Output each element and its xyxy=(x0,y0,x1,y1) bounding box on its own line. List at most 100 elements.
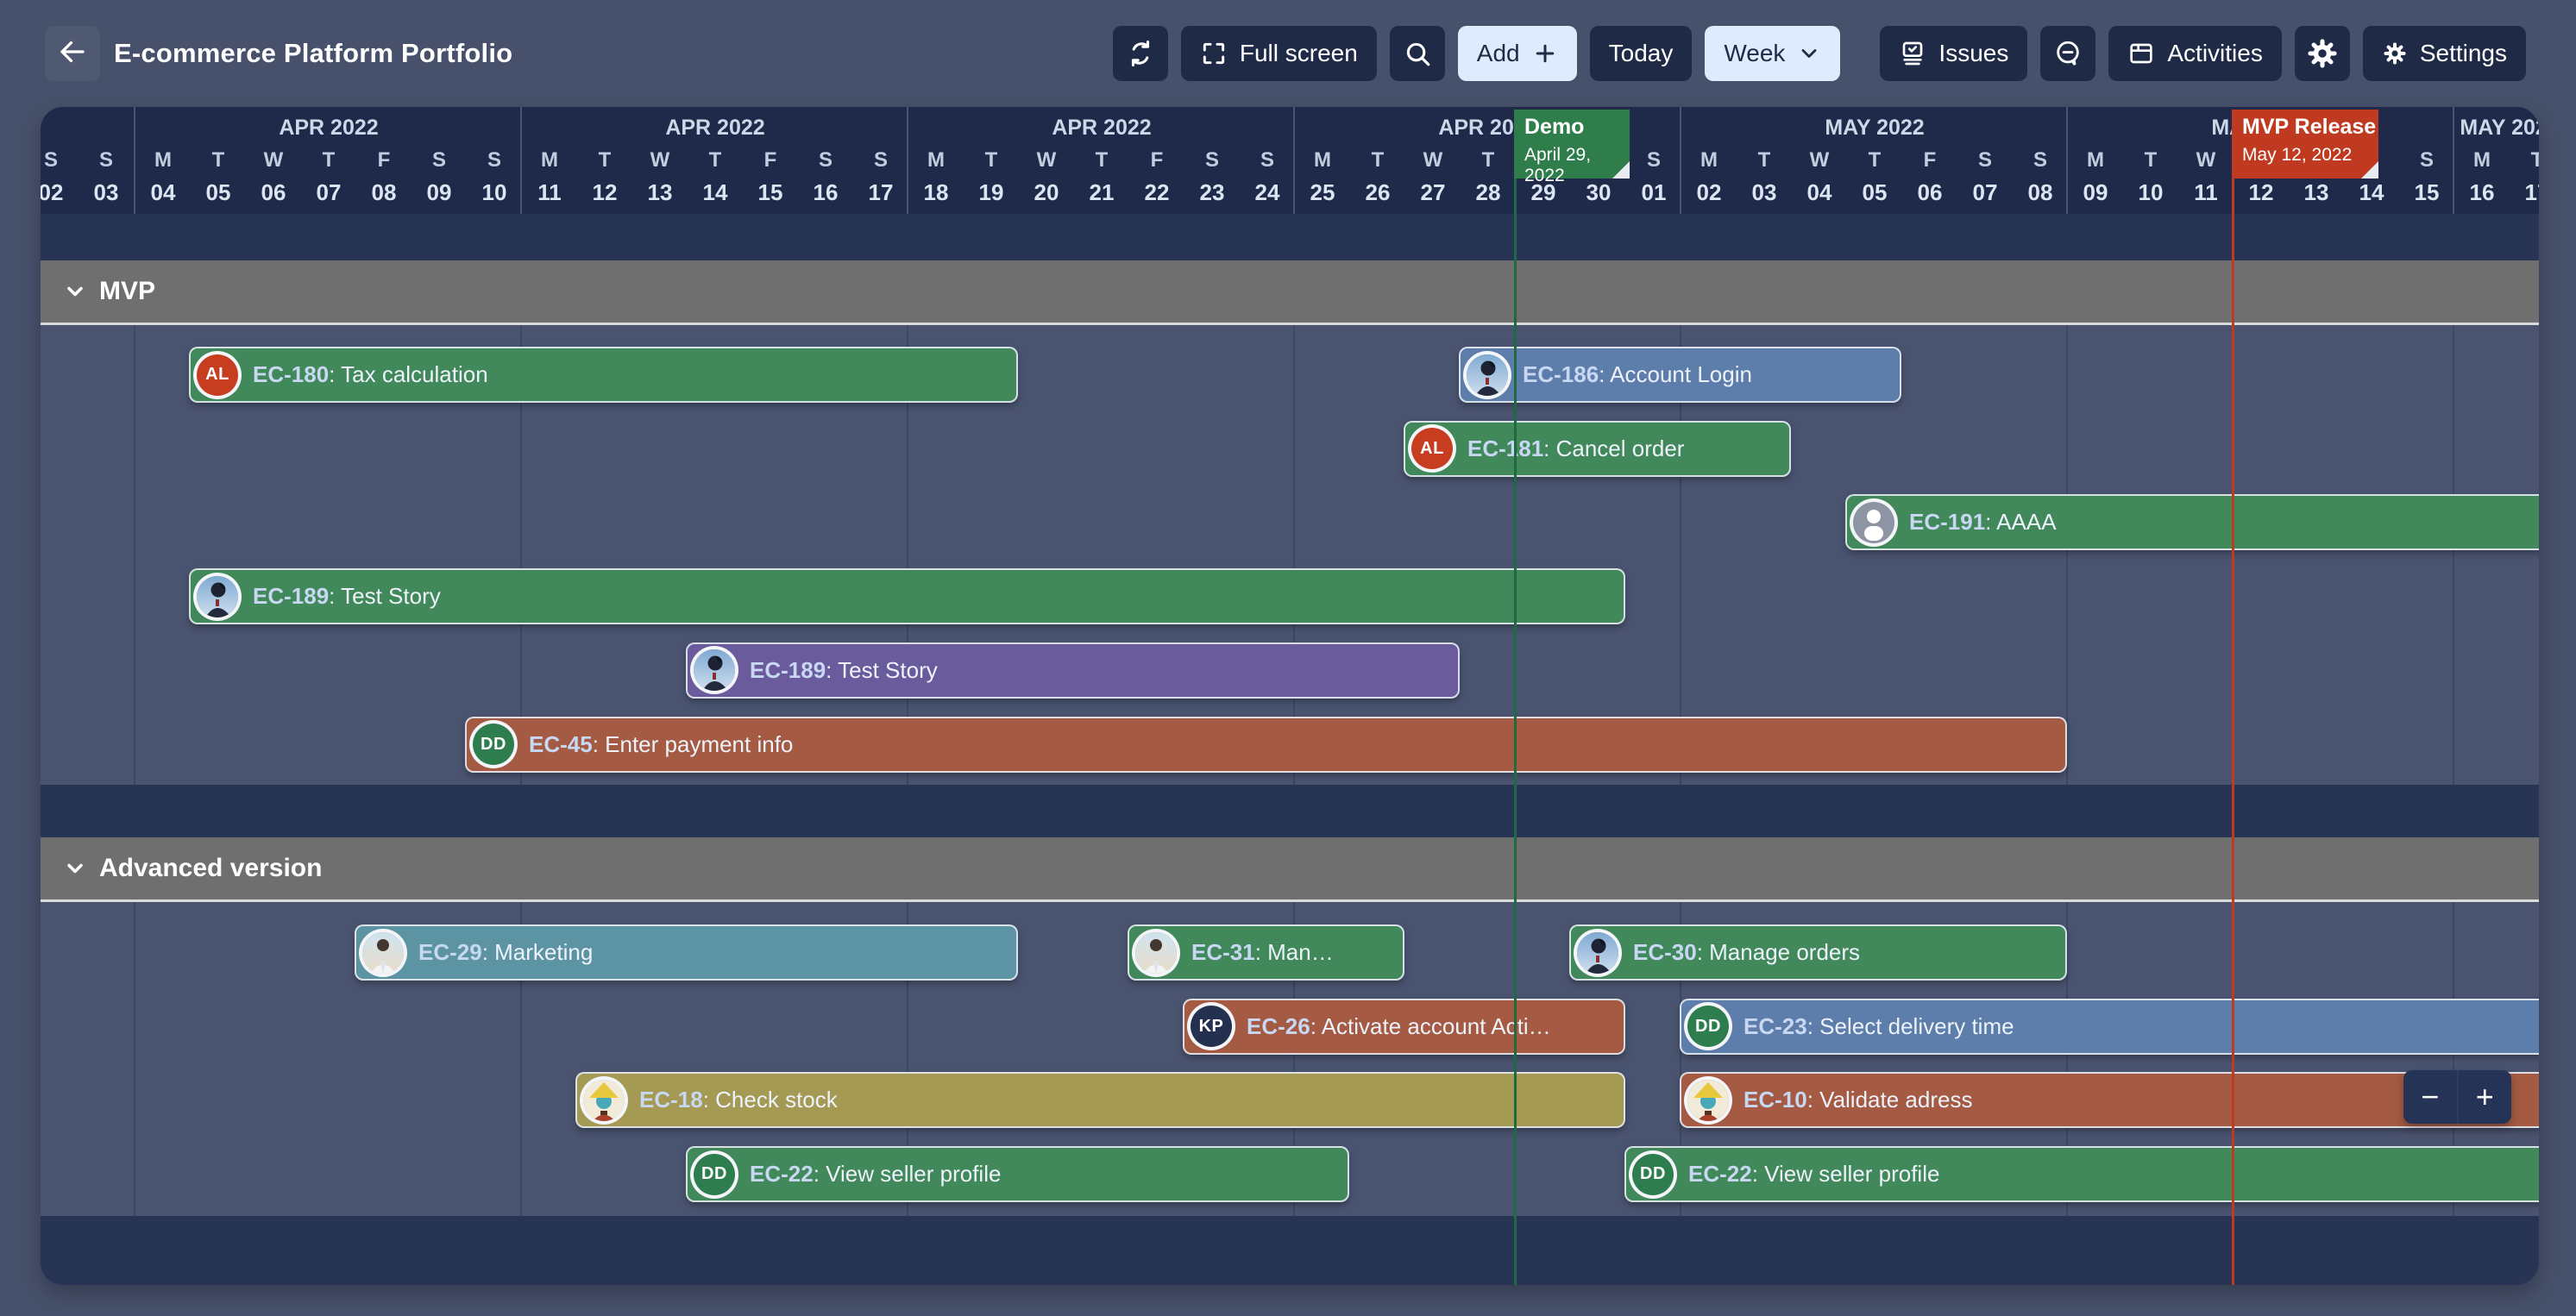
add-button[interactable]: Add xyxy=(1457,26,1577,81)
milestone-name: Demo xyxy=(1524,115,1585,139)
day-number: 30 xyxy=(1586,179,1612,205)
task-key: EC-22 xyxy=(750,1161,814,1188)
milestone-line-demo xyxy=(1514,179,1517,1285)
task-bar-ec-189[interactable]: EC-189: Test Story xyxy=(686,642,1460,699)
today-button[interactable]: Today xyxy=(1589,26,1693,81)
assignee-avatar xyxy=(1853,501,1894,543)
full-screen-icon xyxy=(1200,40,1228,67)
day-number: 11 xyxy=(537,179,562,205)
comments-button[interactable] xyxy=(2040,26,2096,81)
zoom-out-button[interactable]: − xyxy=(2403,1070,2459,1124)
task-bar-ec-31[interactable]: EC-31: Man… xyxy=(1128,924,1404,981)
day-letter: S xyxy=(818,148,832,172)
assignee-avatar: DD xyxy=(1632,1153,1674,1195)
gear-button[interactable] xyxy=(2294,26,2350,81)
day-number: 02 xyxy=(1696,179,1722,205)
day-letter: S xyxy=(98,148,113,172)
plus-icon xyxy=(1532,41,1558,66)
day-letter: F xyxy=(377,148,391,172)
page-title: E-commerce Platform Portfolio xyxy=(114,38,513,68)
swimlane-title: MVP xyxy=(99,277,156,305)
assignee-avatar: DD xyxy=(1687,1006,1729,1048)
task-bar-ec-29[interactable]: EC-29: Marketing xyxy=(355,924,1018,981)
task-key: EC-29 xyxy=(418,939,482,965)
day-number: 09 xyxy=(426,179,452,205)
day-number: 12 xyxy=(592,179,618,205)
day-number: 29 xyxy=(1530,179,1556,205)
activities-button[interactable]: Activities xyxy=(2108,26,2282,81)
task-key: EC-18 xyxy=(639,1087,703,1113)
task-label: EC-181: Cancel order xyxy=(1467,436,1684,462)
month-label: APR 2022 xyxy=(1052,116,1152,140)
day-letter: T xyxy=(1371,148,1385,172)
task-summary: : Account Login xyxy=(1599,361,1752,387)
task-summary: : View seller profile xyxy=(813,1161,1002,1188)
settings-label: Settings xyxy=(2419,40,2507,66)
day-letter: F xyxy=(1150,148,1164,172)
search-button[interactable] xyxy=(1389,26,1445,81)
task-bar-ec-10[interactable]: EC-10: Validate adress xyxy=(1680,1072,2539,1129)
task-bar-ec-30[interactable]: EC-30: Manage orders xyxy=(1569,924,2067,981)
day-letter: S xyxy=(1646,148,1661,172)
day-letter: T xyxy=(984,148,998,172)
task-summary: : AAAA xyxy=(1985,509,2057,536)
zoom-in-button[interactable]: + xyxy=(2475,1079,2494,1114)
back-button[interactable] xyxy=(45,26,100,81)
task-key: EC-10 xyxy=(1744,1087,1807,1113)
day-letter: T xyxy=(2530,148,2539,172)
day-number: 04 xyxy=(1806,179,1832,205)
task-summary: : Marketing xyxy=(481,939,594,965)
day-number: 10 xyxy=(2138,179,2164,205)
zoom-controls: − + xyxy=(2403,1070,2511,1124)
task-bar-ec-18[interactable]: EC-18: Check stock xyxy=(575,1072,1625,1129)
settings-button[interactable]: Settings xyxy=(2362,26,2526,81)
week-gridline xyxy=(2453,214,2454,1285)
day-number: 08 xyxy=(371,179,397,205)
milestone-line-mvp-release xyxy=(2232,179,2234,1285)
week-gridline xyxy=(2066,214,2068,1285)
task-key: EC-30 xyxy=(1633,939,1697,965)
day-number: 07 xyxy=(316,179,342,205)
activities-label: Activities xyxy=(2167,40,2263,66)
task-bar-ec-191[interactable]: EC-191: AAAA xyxy=(1845,494,2539,551)
day-letter: W xyxy=(1036,148,1057,172)
task-summary: : Enter payment info xyxy=(592,730,794,757)
task-bar-ec-186[interactable]: EC-186: Account Login xyxy=(1459,347,1901,403)
day-number: 11 xyxy=(2194,179,2218,205)
day-letter: M xyxy=(154,148,172,172)
day-number: 20 xyxy=(1034,179,1059,205)
full-screen-button[interactable]: Full screen xyxy=(1180,26,1377,81)
day-letter: M xyxy=(2473,148,2491,172)
day-letter: W xyxy=(1809,148,1830,172)
task-key: EC-180 xyxy=(253,361,330,387)
task-key: EC-189 xyxy=(750,656,826,683)
settings-gear-icon xyxy=(2382,41,2408,66)
assignee-avatar: DD xyxy=(473,724,514,765)
task-summary: : Manage orders xyxy=(1696,939,1861,965)
week-select[interactable]: Week xyxy=(1705,26,1841,81)
day-letter: M xyxy=(2087,148,2104,172)
swimlane-header-mvp[interactable]: MVP xyxy=(41,260,2539,325)
task-key: EC-191 xyxy=(1909,509,1986,536)
activities-icon xyxy=(2127,40,2155,67)
day-letter: S xyxy=(2033,148,2047,172)
task-bar-ec-189[interactable]: EC-189: Test Story xyxy=(189,568,1625,625)
month-label: MAY 2022 xyxy=(1825,116,1925,140)
swimlane-header-advanced-version[interactable]: Advanced version xyxy=(41,837,2539,902)
sync-button[interactable] xyxy=(1112,26,1168,81)
day-letter: S xyxy=(2419,148,2434,172)
issues-button[interactable]: Issues xyxy=(1880,26,2028,81)
section-gap-strip xyxy=(41,214,2539,260)
day-number: 12 xyxy=(2248,179,2274,205)
